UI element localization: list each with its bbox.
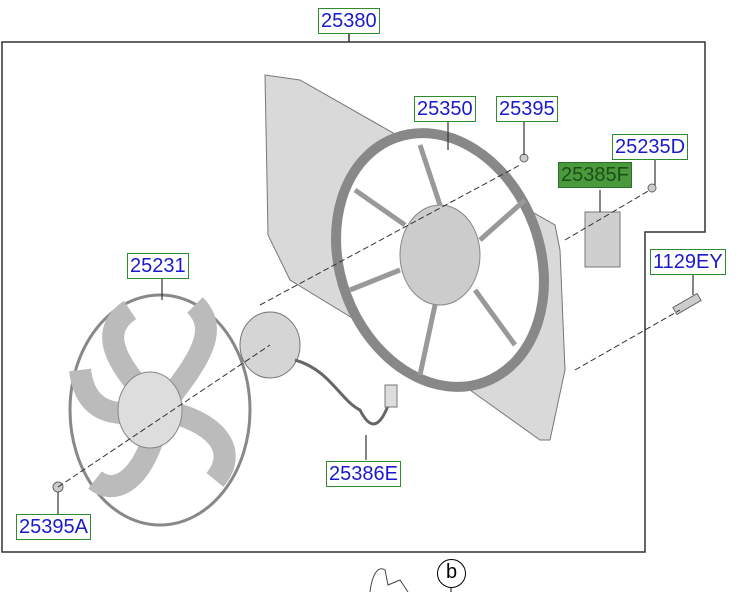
fan-shroud bbox=[264, 74, 566, 441]
callout-25350[interactable]: 25350 bbox=[414, 96, 476, 122]
callout-1129ey[interactable]: 1129EY bbox=[650, 249, 726, 275]
screw-25395 bbox=[519, 153, 529, 163]
callout-25380[interactable]: 25380 bbox=[318, 8, 380, 34]
callout-25235d[interactable]: 25235D bbox=[612, 134, 689, 160]
callout-25395a[interactable]: 25395A bbox=[16, 514, 91, 540]
fan-blade bbox=[68, 293, 252, 527]
bolt-1129ey bbox=[672, 292, 702, 316]
center-lines bbox=[57, 164, 681, 488]
callout-25395[interactable]: 25395 bbox=[496, 96, 558, 122]
reference-sketch bbox=[369, 568, 409, 592]
callout-25386e[interactable]: 25386E bbox=[326, 461, 401, 487]
callout-25385f[interactable]: 25385F bbox=[558, 162, 632, 188]
screw-25235d bbox=[647, 183, 657, 193]
assembly-frame bbox=[1, 33, 706, 553]
callout-25231[interactable]: 25231 bbox=[127, 253, 189, 279]
resistor-module bbox=[584, 211, 621, 268]
leader-lines bbox=[57, 121, 694, 592]
reference-marker-b[interactable]: b bbox=[437, 559, 466, 588]
